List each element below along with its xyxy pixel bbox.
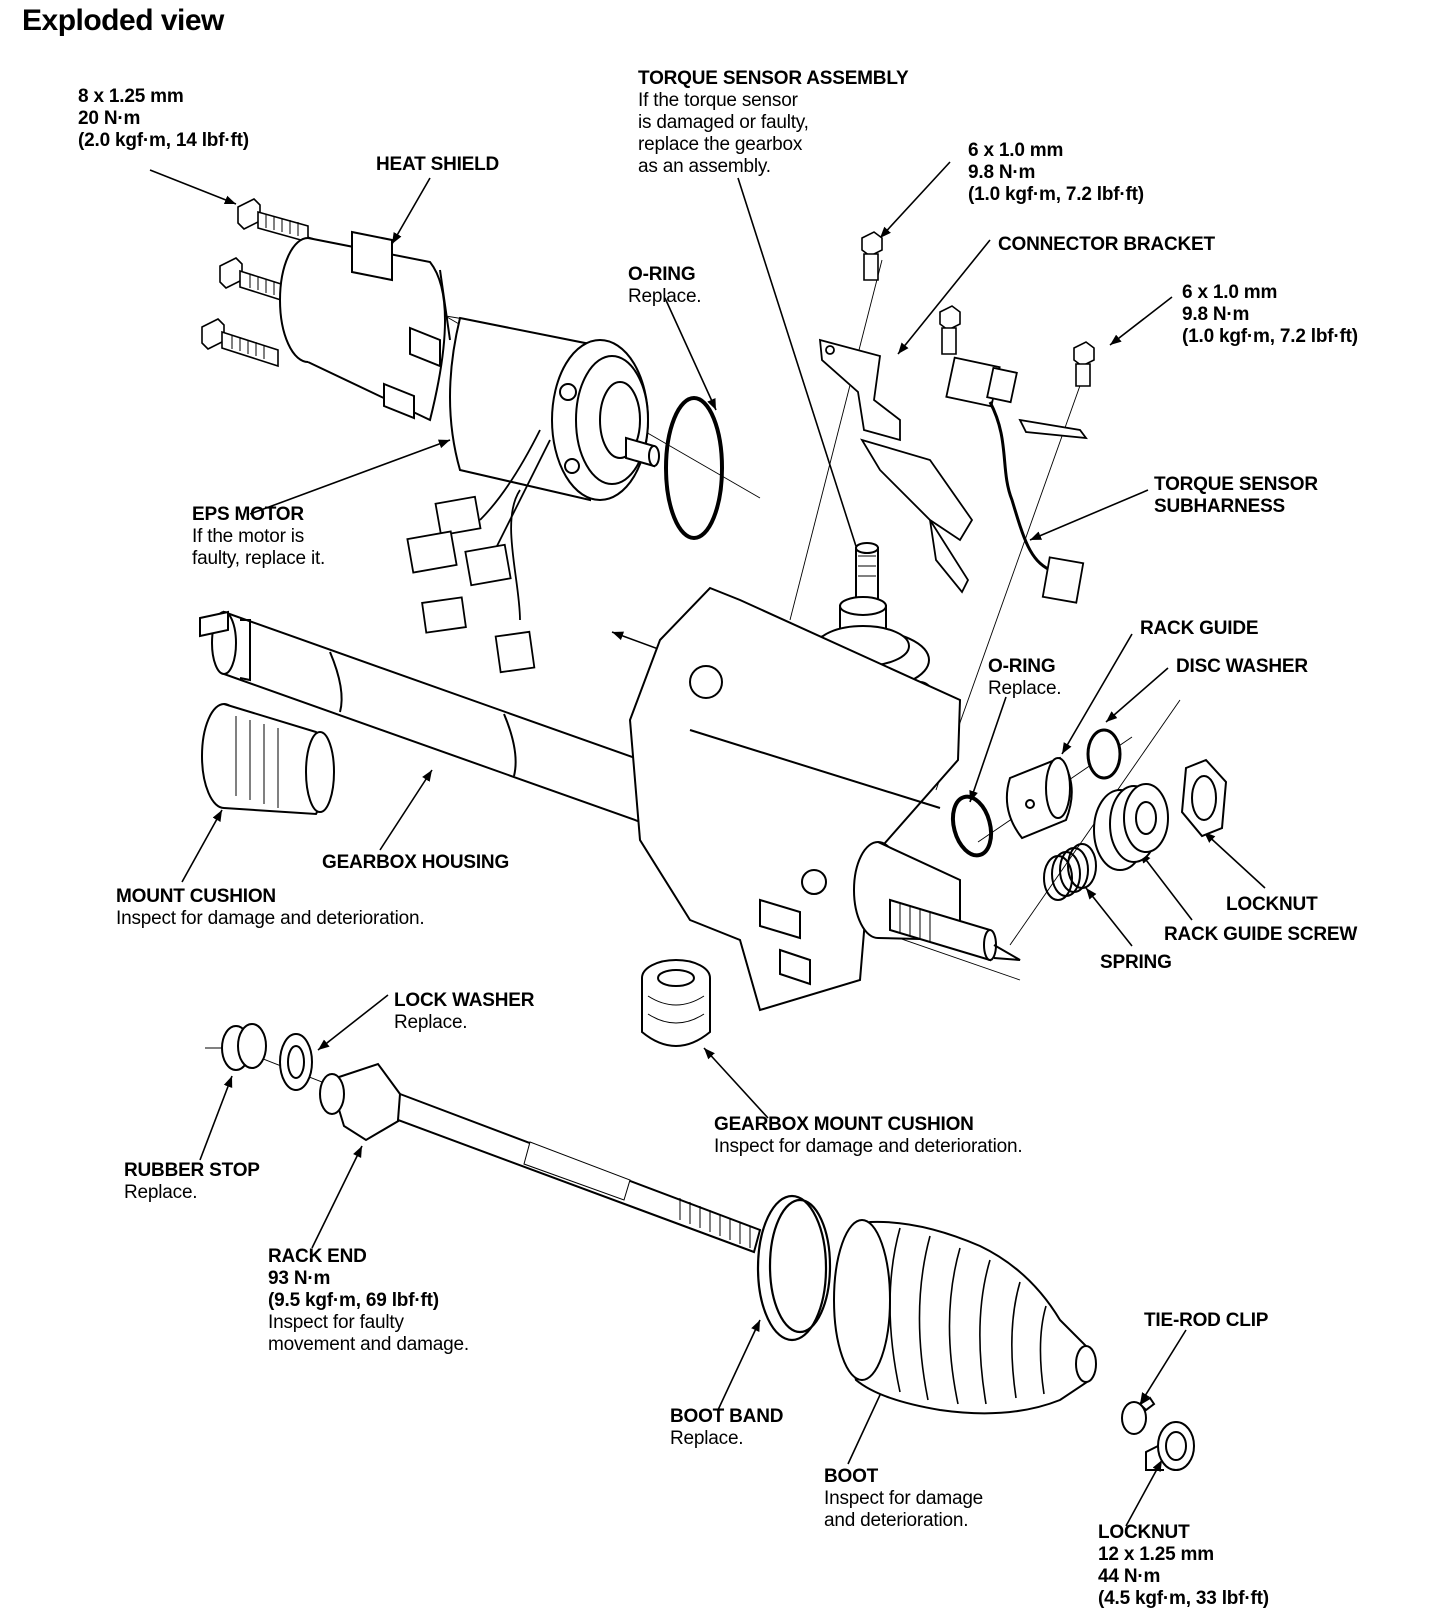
leader-gearbox-housing	[380, 770, 432, 850]
leader-rack-end	[312, 1146, 362, 1248]
leader-boot-band	[718, 1320, 760, 1410]
label-heat-shield: HEAT SHIELD	[376, 154, 500, 175]
leader-torque-sensor-assy	[738, 178, 871, 590]
label-motor-bolt-torque-alt: (2.0 kgf·m, 14 lbf·ft)	[78, 130, 249, 151]
spring-shape	[1044, 844, 1096, 900]
leader-oring-2	[970, 697, 1006, 802]
locknut-1-shape	[1182, 760, 1226, 836]
mount-cushion-shape	[202, 704, 334, 814]
leader-subharness	[1030, 490, 1148, 540]
label-rack-guide-screw: RACK GUIDE SCREW	[1164, 924, 1358, 945]
tie-rod-clip-shape	[1122, 1398, 1154, 1434]
eps-motor-connectors	[407, 430, 550, 672]
label-gearbox-mount-cushion: GEARBOX MOUNT CUSHION Inspect for damage…	[714, 1114, 1023, 1157]
disc-washer-shape	[1088, 730, 1120, 778]
label-connector-bolt-1-spec: 6 x 1.0 mm 9.8 N·m (1.0 kgf·m, 7.2 lbf·f…	[968, 140, 1144, 205]
leader-rubber-stop	[200, 1076, 232, 1160]
connector-bracket-shape	[820, 340, 972, 592]
label-rack-guide: RACK GUIDE	[1140, 618, 1259, 639]
label-connector-bracket: CONNECTOR BRACKET	[998, 234, 1215, 255]
leader-bolt-motor	[150, 170, 236, 204]
lock-washer-shape	[280, 1034, 312, 1090]
label-gearbox-housing: GEARBOX HOUSING	[322, 852, 510, 873]
label-connector-bolt-2-spec: 6 x 1.0 mm 9.8 N·m (1.0 kgf·m, 7.2 lbf·f…	[1182, 282, 1358, 347]
page-title: Exploded view	[22, 4, 224, 37]
connector-bolt-3	[1074, 342, 1094, 386]
label-locknut-2: LOCKNUT 12 x 1.25 mm 44 N·m (4.5 kgf·m, …	[1098, 1522, 1269, 1609]
label-locknut-1: LOCKNUT	[1226, 894, 1318, 915]
label-torque-sensor-assembly: TORQUE SENSOR ASSEMBLY If the torque sen…	[638, 68, 909, 177]
label-boot: BOOT Inspect for damage and deterioratio…	[824, 1466, 984, 1531]
label-mount-cushion: MOUNT CUSHION Inspect for damage and det…	[116, 886, 425, 929]
leader-lock-washer	[318, 995, 388, 1050]
connector-bolt-2	[940, 306, 960, 354]
leader-disc-washer	[1106, 668, 1168, 722]
locknut-2-shape	[1146, 1422, 1194, 1470]
leader-locknut-1	[1204, 832, 1265, 888]
label-boot-band: BOOT BAND Replace.	[670, 1406, 784, 1449]
rack-guide-shape	[1007, 758, 1072, 838]
leader-rack-guide	[1062, 634, 1132, 754]
heat-shield-shape	[280, 232, 450, 420]
label-motor-bolt-size: 8 x 1.25 mm	[78, 86, 184, 107]
leader-mount-cushion	[182, 810, 222, 882]
connector-bolt-1	[862, 232, 882, 280]
label-disc-washer: DISC WASHER	[1176, 656, 1308, 677]
rubber-stop-shape	[222, 1024, 266, 1070]
rack-end-shape	[320, 1064, 760, 1252]
label-rack-end: RACK END 93 N·m (9.5 kgf·m, 69 lbf·ft) I…	[268, 1246, 469, 1355]
torque-sensor-subharness-shape	[946, 358, 1086, 603]
leader-boot	[848, 1382, 886, 1464]
eps-motor-shape	[450, 318, 659, 500]
leader-tie-rod-clip	[1140, 1330, 1186, 1404]
label-eps-motor: EPS MOTOR If the motor is faulty, replac…	[192, 504, 326, 569]
label-rubber-stop: RUBBER STOP Replace.	[124, 1160, 260, 1203]
leader-gearbox-mount-cushion	[704, 1048, 768, 1118]
label-tie-rod-clip: TIE-ROD CLIP	[1144, 1310, 1269, 1331]
leader-eps-motor	[250, 440, 450, 514]
oring-2-shape	[947, 792, 997, 859]
leader-connector-bracket	[898, 240, 990, 354]
label-spring: SPRING	[1100, 952, 1172, 973]
label-motor-bolt-spec: 8 x 1.25 mm 20 N·m (2.0 kgf·m, 14 lbf·ft…	[78, 86, 249, 152]
boot-shape	[834, 1220, 1096, 1413]
leader-lines	[150, 162, 1265, 1526]
motor-bolt-3	[202, 319, 278, 366]
leader-rack-guide-screw	[1140, 852, 1192, 920]
oring-1-shape	[666, 398, 722, 538]
label-oring-2: O-RING Replace.	[988, 656, 1062, 699]
leader-oring-1	[665, 298, 716, 410]
label-torque-sensor-subharness: TORQUE SENSOR SUBHARNESS	[1154, 474, 1318, 517]
rack-guide-screw-shape	[1094, 784, 1168, 870]
leader-heat-shield	[392, 178, 430, 244]
boot-band-shape	[758, 1196, 830, 1340]
label-oring-1: O-RING Replace.	[628, 264, 702, 307]
leader-spring	[1086, 888, 1132, 946]
rack-output-end	[890, 900, 1020, 960]
motor-bolt-1	[238, 199, 308, 242]
label-lock-washer: LOCK WASHER Replace.	[394, 990, 535, 1033]
label-motor-bolt-torque: 20 N·m	[78, 108, 141, 129]
leader-bolt-connector-2	[1110, 297, 1172, 345]
gearbox-mount-cushion-shape	[642, 960, 710, 1046]
leader-bolt-connector-1	[880, 162, 950, 238]
